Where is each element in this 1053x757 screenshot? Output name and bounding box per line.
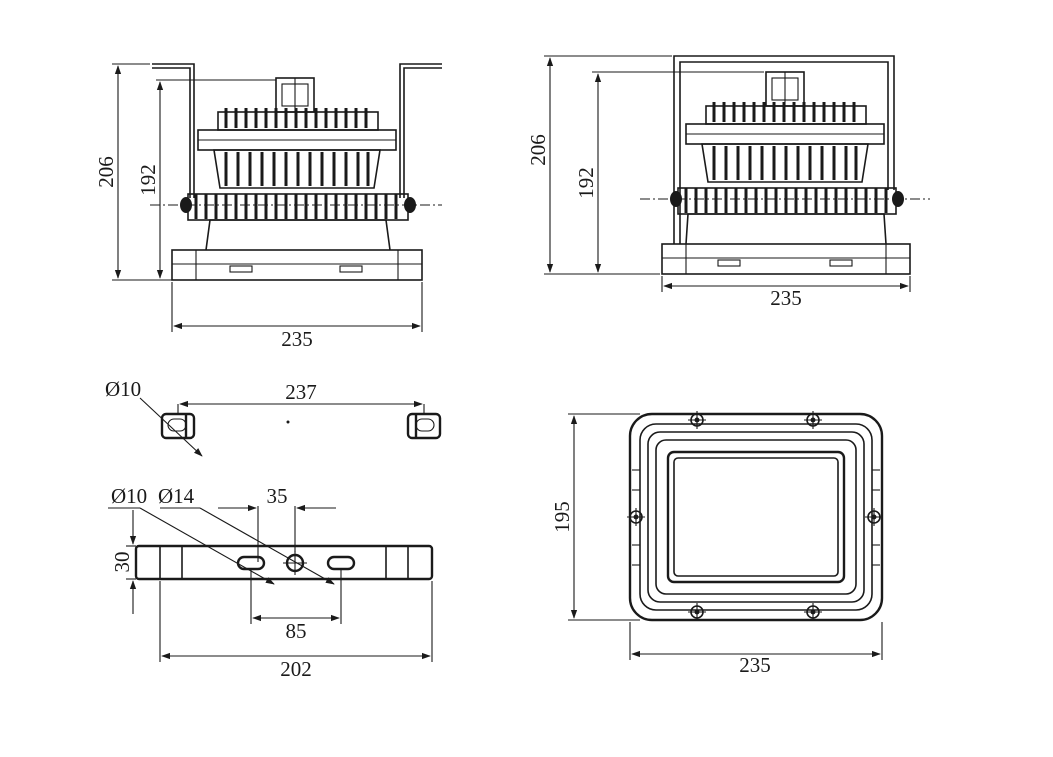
bottom-height-label: 195 — [550, 501, 574, 533]
front-width-label: 235 — [281, 327, 313, 351]
mount-length-label: 202 — [280, 657, 312, 681]
side-upper-fins — [712, 146, 858, 180]
mount-center-width-label: 35 — [267, 484, 288, 508]
front-height-outer-label: 206 — [94, 156, 118, 188]
side-view: 206 192 235 — [526, 55, 930, 310]
mount-view: 35 Ø10 Ø14 30 85 202 — [108, 484, 434, 681]
front-top-fins — [224, 108, 368, 128]
bracket-hole-spacing-label: 237 — [285, 380, 317, 404]
front-lower-fins — [194, 194, 398, 219]
front-height-inner-label: 192 — [136, 164, 160, 196]
bracket-hole-dia-label: Ø10 — [105, 377, 141, 401]
mount-center-dia-label: Ø14 — [158, 484, 195, 508]
bottom-view: 195 235 — [550, 411, 884, 677]
side-width-label: 235 — [770, 286, 802, 310]
side-lower-fins — [684, 188, 888, 213]
bottom-screw-icons — [627, 411, 883, 621]
side-top-fins — [712, 102, 856, 122]
side-height-outer-label: 206 — [526, 134, 550, 166]
mount-slot-dia-label: Ø10 — [111, 484, 147, 508]
mount-height-label: 30 — [110, 552, 134, 573]
bottom-width-label: 235 — [739, 653, 771, 677]
front-upper-fins — [224, 152, 370, 186]
front-view: 206 192 235 — [94, 63, 442, 351]
side-height-inner-label: 192 — [574, 167, 598, 199]
bracket-view: 237 Ø10 — [105, 377, 442, 457]
mount-slot-spacing-label: 85 — [286, 619, 307, 643]
